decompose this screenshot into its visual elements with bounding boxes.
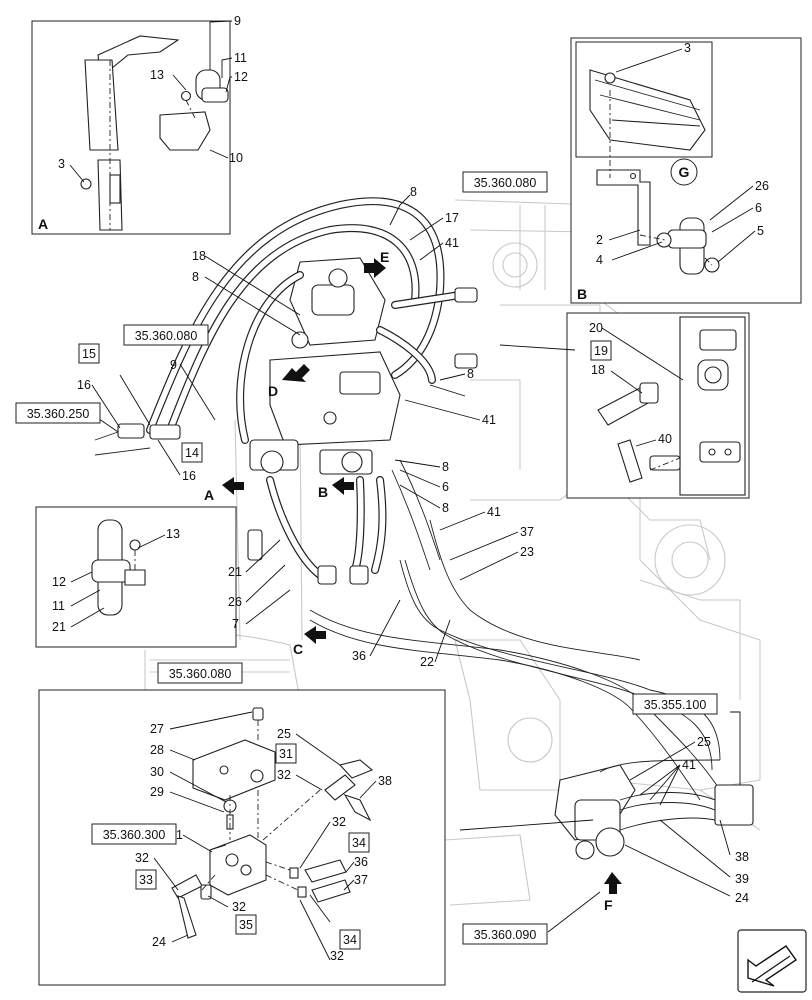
callout: 18 [591,363,605,377]
view-letter-c: C [293,641,303,657]
callout: 13 [166,527,180,541]
callout: 10 [229,151,243,165]
callout: 8 [192,270,199,284]
callout: 16 [77,378,91,392]
callout-numbers: 9 11 12 13 10 3 3 26 6 5 2 4 13 12 11 21… [52,14,769,963]
view-letter-b-arrow: B [318,484,328,500]
callout: 29 [150,785,164,799]
ref-label: 35.355.100 [644,698,707,712]
callout: 8 [467,367,474,381]
callout: 1 [176,828,183,842]
callout: 23 [520,545,534,559]
ref-label: 35.360.080 [474,176,537,190]
callout: 4 [596,253,603,267]
callout: 26 [228,595,242,609]
ref-label: 35.360.090 [474,928,537,942]
view-arrows [222,258,622,894]
callout: 11 [52,599,65,613]
ref-label: 35.360.080 [135,329,198,343]
view-letter-d: D [268,383,278,399]
callout: 8 [442,501,449,515]
callout: 11 [234,51,247,65]
ref-label: 35.360.080 [169,667,232,681]
callout: 37 [520,525,534,539]
callout: 41 [682,758,696,772]
callout: 38 [378,774,392,788]
callout: 17 [445,211,459,225]
view-letter-e: E [380,249,389,265]
callout: 28 [150,743,164,757]
inset-view-clamp [35,506,237,648]
callout: 16 [182,469,196,483]
callout: 41 [445,236,459,250]
leader-lines [69,20,756,961]
callout: 32 [232,900,246,914]
callout: 21 [52,620,66,634]
ref-label: 35.360.250 [27,407,90,421]
boxed-number: 15 [82,347,96,361]
callout: 32 [330,949,344,963]
callout: 25 [277,727,291,741]
callout: 2 [596,233,603,247]
callout: 38 [735,850,749,864]
callout: 30 [150,765,164,779]
boxed-number: 34 [352,836,366,850]
callout: 6 [755,201,762,215]
callout: 40 [658,432,672,446]
view-letters: A B A B C D E F G [38,158,698,913]
boxed-number: 14 [185,446,199,460]
callout: 9 [234,14,241,28]
view-letter-b: B [577,286,587,302]
callout: 6 [442,480,449,494]
callout: 12 [234,70,248,84]
boxed-item-numbers: 15 14 19 31 33 34 34 35 [78,340,612,950]
callout: 3 [684,41,691,55]
callout: 5 [757,224,764,238]
boxed-number: 33 [139,873,153,887]
ref-label: 35.360.300 [103,828,166,842]
callout: 37 [354,873,368,887]
boxed-number: 35 [239,918,253,932]
callout: 13 [150,68,164,82]
valve-block-f [554,759,754,860]
view-letter-g: G [679,164,690,180]
callout: 21 [228,565,242,579]
callout: 9 [170,358,177,372]
boxed-number: 31 [279,747,293,761]
callout: 41 [487,505,501,519]
callout: 39 [735,872,749,886]
callout: 7 [232,617,239,631]
callout: 12 [52,575,66,589]
callout: 8 [442,460,449,474]
view-letter-a: A [38,216,48,232]
callout: 27 [150,722,164,736]
callout: 26 [755,179,769,193]
callout: 22 [420,655,434,669]
inset-view-a [31,20,231,235]
callout: 41 [482,413,496,427]
boxed-number: 19 [594,344,608,358]
exit-arrow-icon[interactable] [737,929,807,993]
callout: 8 [410,185,417,199]
callout: 24 [735,891,749,905]
callout: 32 [135,851,149,865]
view-letter-a-arrow: A [204,487,214,503]
callout: 3 [58,157,65,171]
callout: 36 [354,855,368,869]
callout: 18 [192,249,206,263]
callout: 20 [589,321,603,335]
callout: 24 [152,935,166,949]
reference-boxes: 35.360.080 35.360.080 35.360.250 35.360.… [15,171,718,945]
callout: 36 [352,649,366,663]
callout: 32 [277,768,291,782]
boxed-number: 34 [343,933,357,947]
view-letter-f: F [604,897,613,913]
callout: 25 [697,735,711,749]
callout: 32 [332,815,346,829]
hose-bundle [146,197,464,579]
